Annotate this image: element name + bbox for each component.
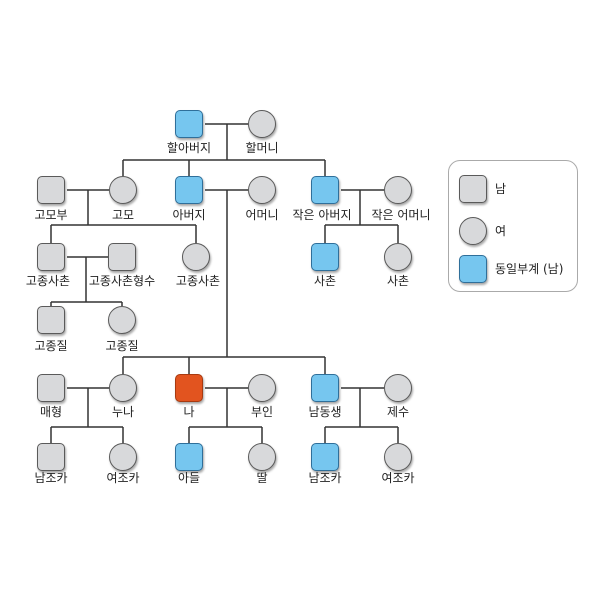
brother-daughter-label: 여조카 — [381, 471, 415, 485]
son-label: 아들 — [177, 471, 201, 485]
sister-son-label: 남조카 — [34, 471, 68, 485]
legend-male-icon — [459, 175, 487, 203]
aunt-husband-label: 고모부 — [34, 208, 68, 222]
legend-male-label: 남 — [495, 182, 507, 196]
wife-node — [248, 374, 276, 402]
cousin-child-female-label: 고종질 — [105, 339, 139, 353]
sister-label: 누나 — [111, 405, 135, 419]
cousin-female-label: 고종사촌 — [175, 274, 221, 288]
cousin-son-label: 사촌 — [313, 274, 337, 288]
uncle-wife-label: 작은 어머니 — [371, 208, 431, 222]
father-node — [175, 176, 203, 204]
grandfather-node — [175, 110, 203, 138]
uncle-label: 작은 아버지 — [292, 208, 352, 222]
legend-same-lineage-label: 동일부계 (남) — [495, 262, 564, 276]
legend: 남 여 동일부계 (남) — [448, 160, 578, 292]
uncle-node — [311, 176, 339, 204]
sister-daughter-label: 여조카 — [106, 471, 140, 485]
sister-daughter-node — [109, 443, 137, 471]
aunt-husband-node — [37, 176, 65, 204]
daughter-node — [248, 443, 276, 471]
grandmother-node — [248, 110, 276, 138]
legend-same-lineage-icon — [459, 255, 487, 283]
sister-husband-node — [37, 374, 65, 402]
mother-label: 어머니 — [245, 208, 279, 222]
cousin-daughter-node — [384, 243, 412, 271]
mother-node — [248, 176, 276, 204]
cousin-male-label: 고종사촌 — [25, 274, 71, 288]
cousin-male-wife-node — [108, 243, 136, 271]
legend-female-label: 여 — [495, 224, 507, 238]
brother-node — [311, 374, 339, 402]
brother-daughter-node — [384, 443, 412, 471]
brother-label: 남동생 — [308, 405, 342, 419]
brother-wife-node — [384, 374, 412, 402]
sister-node — [109, 374, 137, 402]
daughter-label: 딸 — [256, 471, 268, 485]
cousin-child-male-label: 고종질 — [34, 339, 68, 353]
cousin-female-node — [182, 243, 210, 271]
uncle-wife-node — [384, 176, 412, 204]
cousin-child-female-node — [108, 306, 136, 334]
brother-son-node — [311, 443, 339, 471]
wife-label: 부인 — [250, 405, 274, 419]
brother-wife-label: 제수 — [386, 405, 410, 419]
grandfather-label: 할아버지 — [166, 141, 212, 155]
aunt-label: 고모 — [111, 208, 135, 222]
aunt-node — [109, 176, 137, 204]
sister-husband-label: 매형 — [39, 405, 63, 419]
brother-son-label: 남조카 — [308, 471, 342, 485]
cousin-male-wife-label: 고종사촌형수 — [88, 274, 156, 288]
cousin-son-node — [311, 243, 339, 271]
cousin-daughter-label: 사촌 — [386, 274, 410, 288]
self-label: 나 — [183, 405, 195, 419]
son-node — [175, 443, 203, 471]
sister-son-node — [37, 443, 65, 471]
self-node — [175, 374, 203, 402]
cousin-male-node — [37, 243, 65, 271]
legend-female-icon — [459, 217, 487, 245]
father-label: 아버지 — [172, 208, 206, 222]
grandmother-label: 할머니 — [245, 141, 279, 155]
cousin-child-male-node — [37, 306, 65, 334]
